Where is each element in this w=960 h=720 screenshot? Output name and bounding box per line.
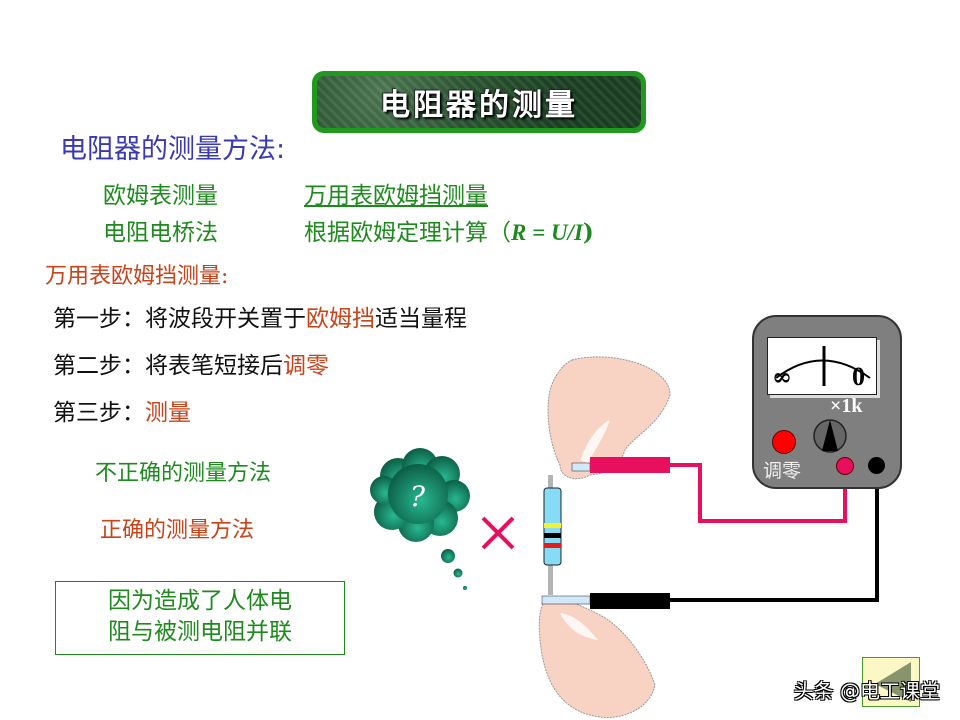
method-ohmmeter: 欧姆表测量: [103, 183, 218, 209]
ohms-law-text: 根据欧姆定理计算（: [304, 220, 511, 246]
thought-bubble-icon: ?: [370, 448, 470, 590]
black-jack: [868, 457, 885, 474]
step-1-prefix: 第一步：将波段开关置于: [53, 306, 306, 332]
question-mark: ?: [410, 480, 426, 513]
zero-adjust-knob[interactable]: [772, 430, 796, 454]
wrong-x-icon: [481, 516, 515, 550]
step-3-prefix: 第三步：: [53, 400, 145, 426]
step-3: 第三步：测量: [53, 393, 191, 427]
note-line-2: 阻与被测电阻并联: [108, 619, 292, 645]
zero-label: 0: [852, 362, 865, 391]
title-banner-inner: 电阻器的测量: [317, 76, 641, 128]
step-2: 第二步：将表笔短接后调零: [53, 346, 329, 380]
black-probe: [590, 593, 670, 609]
step-1-suffix: 适当量程: [375, 306, 467, 332]
step-2-highlight: 调零: [283, 353, 329, 379]
step-1-highlight: 欧姆挡: [306, 306, 375, 332]
range-selector-knob[interactable]: [810, 418, 850, 458]
range-label: ×1k: [830, 395, 863, 417]
multimeter-section-heading: 万用表欧姆挡测量:: [45, 264, 229, 289]
watermark: 头条 @电工课堂: [793, 679, 940, 703]
step-3-highlight: 测量: [145, 400, 191, 426]
red-probe: [590, 457, 670, 473]
method-multimeter-link[interactable]: 万用表欧姆挡测量: [304, 183, 488, 209]
top-hand: [547, 356, 671, 480]
explanation-note: 因为造成了人体电 阻与被测电阻并联: [55, 581, 345, 655]
back-button[interactable]: [862, 657, 920, 707]
zero-adjust-label: 调零: [763, 460, 802, 482]
back-arrow-icon: [875, 662, 911, 702]
band-yellow: [544, 523, 561, 528]
red-wire: [670, 463, 847, 523]
methods-heading: 电阻器的测量方法:: [60, 134, 286, 165]
black-wire: [670, 465, 879, 602]
correct-method-button[interactable]: 正确的测量方法: [100, 518, 255, 543]
note-line-1: 因为造成了人体电: [108, 588, 292, 614]
page-title: 电阻器的测量: [380, 88, 578, 123]
band-red: [544, 543, 561, 548]
circuit-illustration: [538, 356, 879, 719]
incorrect-method-button[interactable]: 不正确的测量方法: [95, 461, 272, 486]
red-jack: [836, 457, 854, 475]
step-1: 第一步：将波段开关置于欧姆挡适当量程: [53, 299, 467, 333]
method-ohms-law: 根据欧姆定理计算（R = U/I): [304, 213, 594, 247]
title-banner: 电阻器的测量: [312, 71, 646, 133]
step-2-prefix: 第二步：将表笔短接后: [53, 353, 283, 379]
ohms-law-formula: R = U/I: [511, 220, 583, 245]
meter-dial: ∞ 0: [767, 337, 877, 395]
ohms-law-close: ): [582, 219, 594, 246]
method-bridge: 电阻电桥法: [103, 220, 218, 246]
bottom-hand: [538, 598, 656, 719]
infinity-label: ∞: [772, 362, 792, 391]
band-black: [544, 533, 561, 538]
